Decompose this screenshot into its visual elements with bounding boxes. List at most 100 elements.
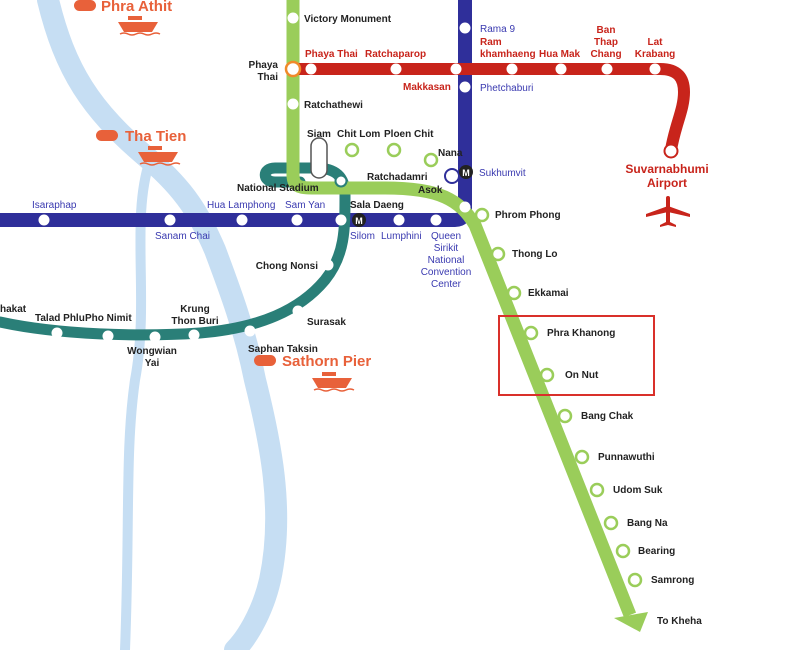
station-dot[interactable] <box>149 331 161 343</box>
station-label[interactable]: Hua Lamphong <box>207 200 275 211</box>
station-label[interactable]: Phaya <box>249 60 279 71</box>
station-dot[interactable] <box>393 214 405 226</box>
station-dot[interactable] <box>164 214 176 226</box>
station-dot[interactable] <box>506 285 522 301</box>
station-label[interactable]: Ratchadamri <box>367 172 428 183</box>
station-label[interactable]: Punnawuthi <box>598 452 655 463</box>
station-label[interactable]: Sala Daeng <box>350 200 404 211</box>
station-label[interactable]: Asok <box>418 185 443 196</box>
station-label[interactable]: Krabang <box>635 49 676 60</box>
station-label[interactable]: Bang Chak <box>581 411 634 422</box>
station-label[interactable]: Makkasan <box>403 82 451 93</box>
station-label[interactable]: Talad Phlu <box>35 313 85 324</box>
station-label[interactable]: Silom <box>350 231 375 242</box>
station-dot[interactable] <box>236 214 248 226</box>
station-dot[interactable] <box>574 449 590 465</box>
station-label[interactable]: Isaraphap <box>32 200 77 211</box>
station-dot[interactable] <box>601 63 613 75</box>
station-label[interactable]: Nana <box>438 148 463 159</box>
station-label[interactable]: Sirikit <box>434 243 459 254</box>
station-label[interactable]: Sam Yan <box>285 200 325 211</box>
station-dot[interactable] <box>539 367 555 383</box>
station-label[interactable]: Chang <box>590 49 621 60</box>
station-dot[interactable] <box>287 98 299 110</box>
station-dot[interactable] <box>474 207 490 223</box>
station-dot[interactable] <box>188 329 200 341</box>
station-label[interactable]: hakat <box>0 304 27 315</box>
station-label[interactable]: khamhaeng <box>480 49 536 60</box>
station-label[interactable]: Phra Khanong <box>547 328 615 339</box>
station-label[interactable]: Lat <box>648 37 664 48</box>
station-dot[interactable] <box>649 63 661 75</box>
station-dot[interactable] <box>322 259 334 271</box>
station-label[interactable]: National Stadium <box>237 183 319 194</box>
station-dot[interactable] <box>292 305 304 317</box>
station-label[interactable]: Hua Mak <box>539 49 581 60</box>
station-dot[interactable] <box>490 246 506 262</box>
station-dot[interactable] <box>334 174 348 188</box>
station-label[interactable]: Ban <box>597 25 616 36</box>
station-dot[interactable] <box>305 63 317 75</box>
station-label[interactable]: Wongwian <box>127 346 177 357</box>
station-dot[interactable] <box>38 214 50 226</box>
station-label[interactable]: Victory Monument <box>304 14 392 25</box>
station-dot[interactable] <box>244 325 256 337</box>
station-dot[interactable] <box>523 325 539 341</box>
station-dot[interactable] <box>344 142 360 158</box>
pier-phra-athit[interactable]: Phra Athit <box>74 0 172 36</box>
station-label[interactable]: Pho Nimit <box>85 313 132 324</box>
pier-tha-tien[interactable]: Tha Tien <box>96 128 186 166</box>
station-dot[interactable] <box>603 515 619 531</box>
station-dot[interactable] <box>390 63 402 75</box>
station-dot[interactable] <box>459 201 471 213</box>
station-dot[interactable] <box>423 152 439 168</box>
station-label[interactable]: Ratchathewi <box>304 100 363 111</box>
station-label[interactable]: Lumphini <box>381 231 422 242</box>
station-label[interactable]: Chit Lom <box>337 129 380 140</box>
station-label[interactable]: Krung <box>180 304 209 315</box>
station-dot[interactable] <box>627 572 643 588</box>
station-label[interactable]: Bearing <box>638 546 675 557</box>
station-label[interactable]: Thai <box>257 72 278 83</box>
station-dot[interactable] <box>589 482 605 498</box>
station-dot[interactable] <box>51 327 63 339</box>
station-label[interactable]: Ram <box>480 37 502 48</box>
station-label[interactable]: Ekkamai <box>528 288 569 299</box>
station-label[interactable]: Siam <box>307 129 331 140</box>
station-label[interactable]: Rama 9 <box>480 24 515 35</box>
station-label[interactable]: Thong Lo <box>512 249 558 260</box>
station-dot-phaya-thai[interactable] <box>284 60 302 78</box>
station-label[interactable]: Yai <box>145 358 160 369</box>
station-dot[interactable] <box>291 214 303 226</box>
station-dot[interactable] <box>287 12 299 24</box>
station-label[interactable]: Center <box>431 279 462 290</box>
station-dot[interactable] <box>459 81 471 93</box>
station-dot[interactable] <box>102 330 114 342</box>
mrt-interchange-sukhumvit[interactable]: M <box>444 165 473 184</box>
mrt-interchange-silom[interactable]: M <box>352 213 366 227</box>
station-label[interactable]: Samrong <box>651 575 694 586</box>
station-dot[interactable] <box>430 214 442 226</box>
station-label[interactable]: To Kheha <box>657 616 702 627</box>
station-dot[interactable] <box>459 22 471 34</box>
station-label[interactable]: Chong Nonsi <box>256 261 318 272</box>
station-dot[interactable] <box>615 543 631 559</box>
station-dot[interactable] <box>555 63 567 75</box>
station-label[interactable]: Ploen Chit <box>384 129 434 140</box>
station-label[interactable]: Saphan Taksin <box>248 344 318 355</box>
station-dot[interactable] <box>386 142 402 158</box>
station-label[interactable]: Phrom Phong <box>495 210 561 221</box>
station-label[interactable]: Thap <box>594 37 618 48</box>
station-dot[interactable] <box>335 214 347 226</box>
pier-sathorn[interactable]: Sathorn Pier <box>254 353 371 392</box>
station-label[interactable]: National <box>428 255 465 266</box>
station-label[interactable]: Thon Buri <box>171 316 218 327</box>
station-label[interactable]: Queen <box>431 231 461 242</box>
station-label[interactable]: On Nut <box>565 370 599 381</box>
station-dot[interactable] <box>557 408 573 424</box>
station-label[interactable]: Convention <box>421 267 472 278</box>
station-dot[interactable] <box>450 63 462 75</box>
station-dot-suvarnabhumi[interactable] <box>663 143 679 159</box>
station-label[interactable]: Surasak <box>307 317 346 328</box>
station-label[interactable]: Ratchaparop <box>365 49 426 60</box>
